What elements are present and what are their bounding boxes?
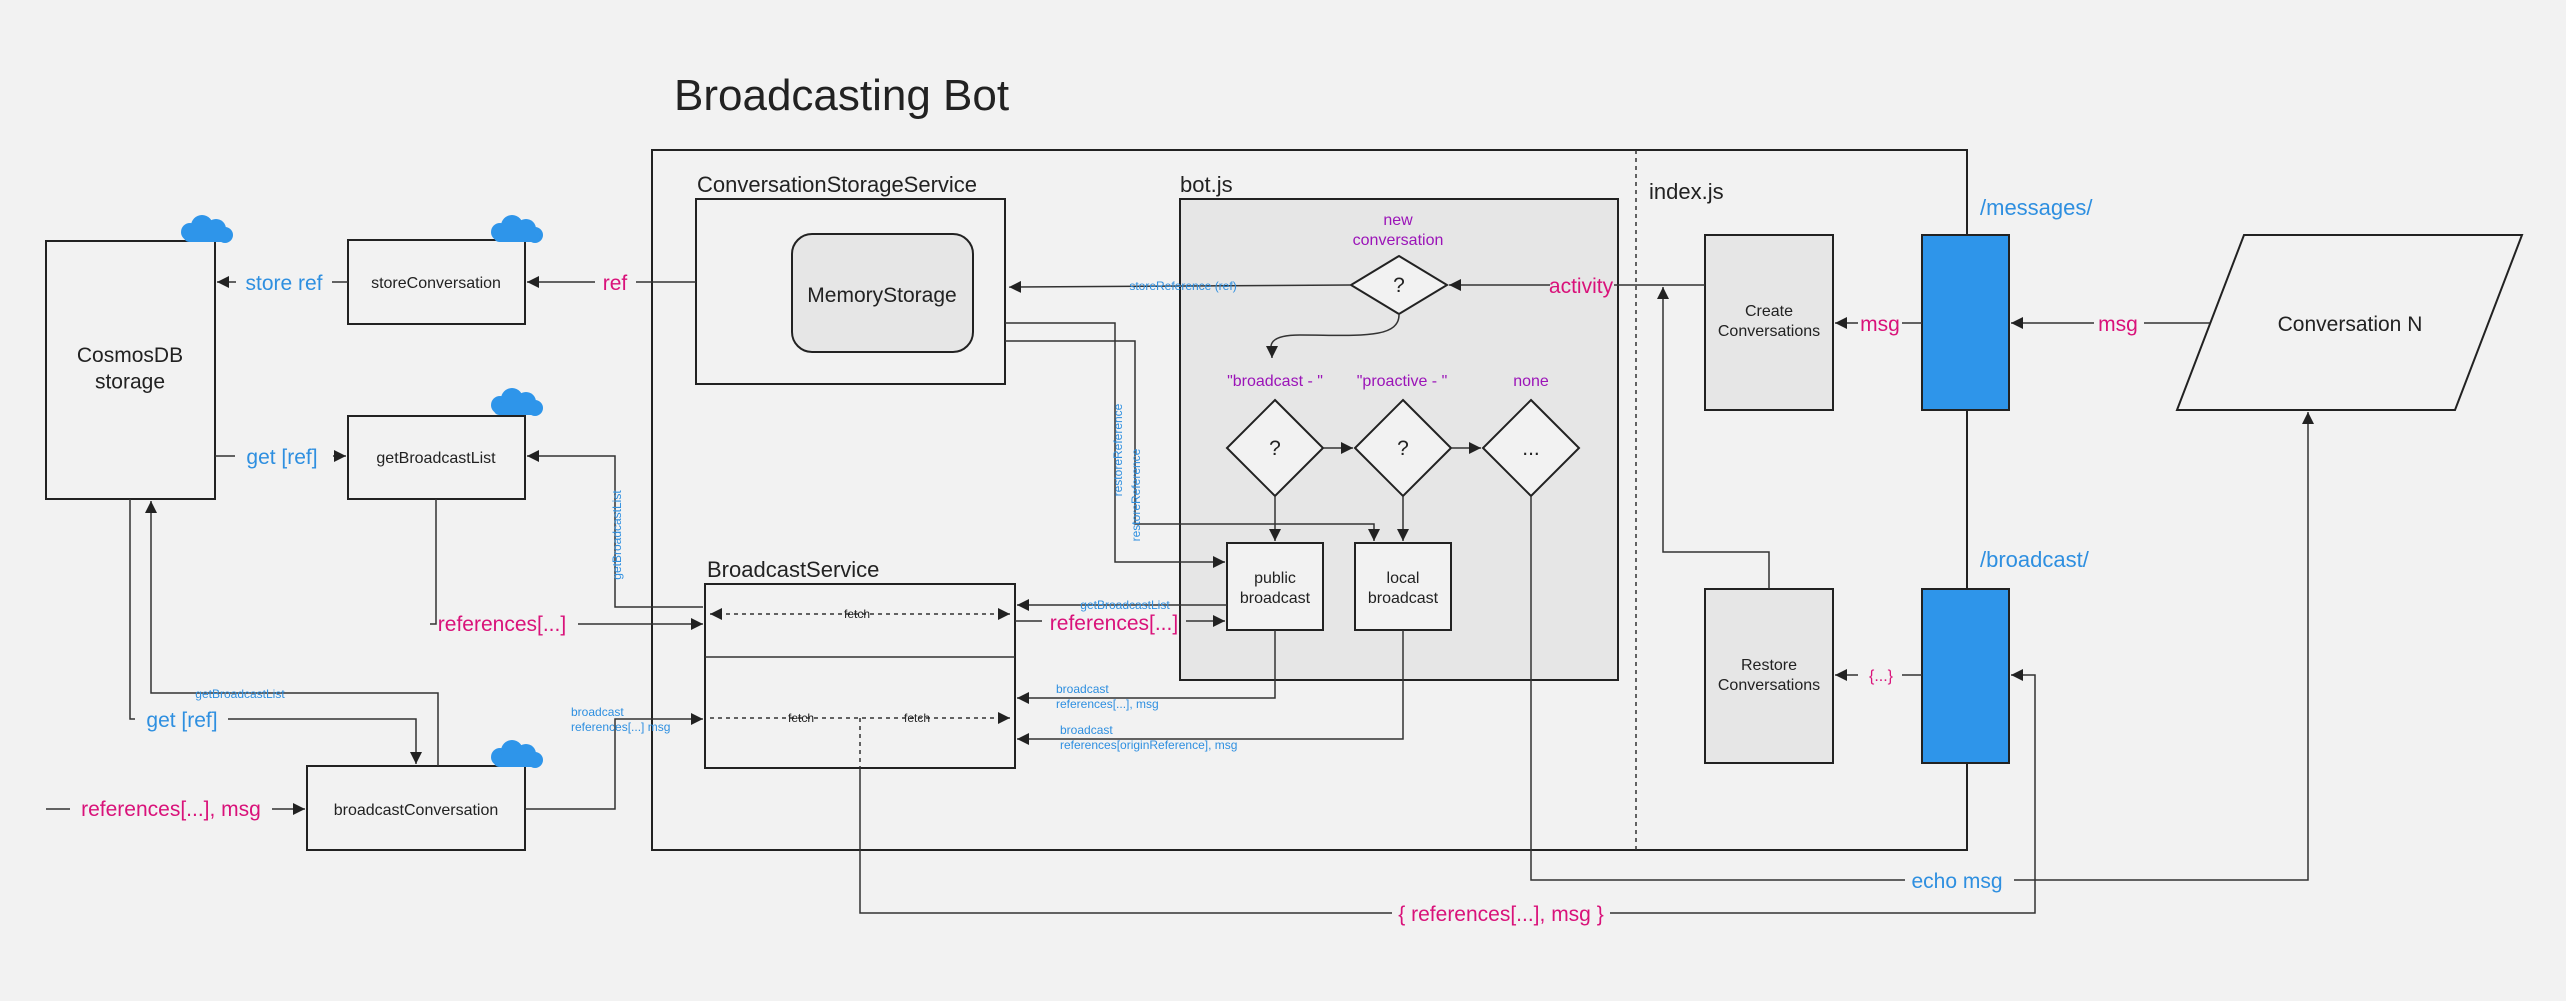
bot-container — [651, 149, 1968, 851]
msg-label: msg — [1860, 313, 1900, 336]
references-msg-object-label: { references[...], msg } — [1398, 903, 1603, 926]
conversation-n-label: Conversation N — [2278, 313, 2423, 336]
cloud-icon — [491, 740, 543, 768]
get-ref-label-2: get [ref] — [146, 709, 217, 732]
get-broadcast-list-label-3: getBroadcastList — [195, 687, 285, 701]
memory-storage-box: MemoryStorage — [791, 233, 974, 353]
broadcast-service-title: BroadcastService — [707, 557, 879, 582]
get-broadcast-list-box: getBroadcastList — [347, 415, 526, 500]
broadcast-conversation-box: broadcastConversation — [306, 765, 526, 851]
svg-text:?: ? — [1269, 437, 1281, 460]
references-label-2: references[...] — [1050, 612, 1178, 635]
broadcast-command-label: "broadcast - " — [1227, 373, 1323, 390]
ref-label: ref — [603, 272, 628, 295]
conversation-storage-service-title: ConversationStorageService — [697, 172, 977, 197]
get-ref-label: get [ref] — [246, 446, 317, 469]
messages-endpoint-label: /messages/ — [1980, 195, 2093, 220]
get-broadcast-list-label-4: getBroadcastList — [1080, 598, 1170, 612]
store-reference-label: storeReference (ref) — [1129, 279, 1236, 293]
connector — [1017, 630, 1404, 745]
connector — [145, 501, 439, 766]
broadcast-conversation-label: broadcastConversation — [334, 802, 499, 819]
cloud-icon — [491, 215, 543, 243]
get-broadcast-list-label: getBroadcastList — [376, 450, 496, 467]
connector — [1005, 322, 1225, 568]
msg-label-2: msg — [2098, 313, 2138, 336]
svg-text:?: ? — [1397, 437, 1409, 460]
connector — [527, 450, 703, 608]
proactive-command-label: "proactive - " — [1357, 373, 1448, 390]
echo-msg-label: echo msg — [1911, 870, 2002, 893]
references-msg-input-label: references[...], msg — [81, 798, 261, 821]
connector — [1610, 669, 2036, 914]
store-conversation-box: storeConversation — [347, 239, 526, 325]
fetch-label: fetch — [844, 607, 870, 621]
fetch-label-3: fetch — [904, 711, 930, 725]
connector — [430, 499, 437, 625]
connector — [1265, 313, 1400, 359]
connector — [525, 713, 703, 810]
svg-text:...: ... — [1522, 437, 1540, 460]
connector — [1657, 287, 1770, 589]
connector — [1005, 340, 1380, 541]
connector — [2014, 412, 2314, 881]
connector — [228, 718, 422, 764]
conversation-n-box: Conversation N — [2175, 234, 2524, 411]
store-ref-label: store ref — [245, 272, 322, 295]
connector — [859, 768, 1392, 914]
fetch-label-2: fetch — [788, 711, 814, 725]
restore-reference-label-2: restoreReference — [1129, 448, 1143, 541]
indexjs-title: index.js — [1649, 179, 1724, 204]
messages-endpoint — [1921, 234, 2010, 411]
diagram-title: Broadcasting Bot — [674, 71, 1009, 120]
broadcast-endpoint-label: /broadcast/ — [1980, 547, 2090, 572]
store-conversation-label: storeConversation — [371, 275, 501, 292]
botjs-title: bot.js — [1180, 172, 1233, 197]
svg-text:?: ? — [1393, 274, 1405, 297]
activity-label: activity — [1549, 275, 1614, 298]
memory-storage-label: MemoryStorage — [807, 284, 956, 307]
references-label: references[...] — [438, 613, 566, 636]
cloud-icon — [491, 388, 543, 416]
connector — [1017, 630, 1276, 704]
connector — [129, 499, 135, 720]
broadcast-endpoint — [1921, 588, 2010, 764]
connector — [1008, 280, 1352, 293]
cloud-icon — [181, 215, 233, 243]
restore-reference-label: restoreReference — [1111, 403, 1125, 496]
none-command-label: none — [1513, 373, 1549, 390]
curly-label: {...} — [1869, 668, 1894, 685]
connector — [1530, 496, 1905, 881]
get-broadcast-list-label-2: getBroadcastList — [610, 490, 624, 580]
